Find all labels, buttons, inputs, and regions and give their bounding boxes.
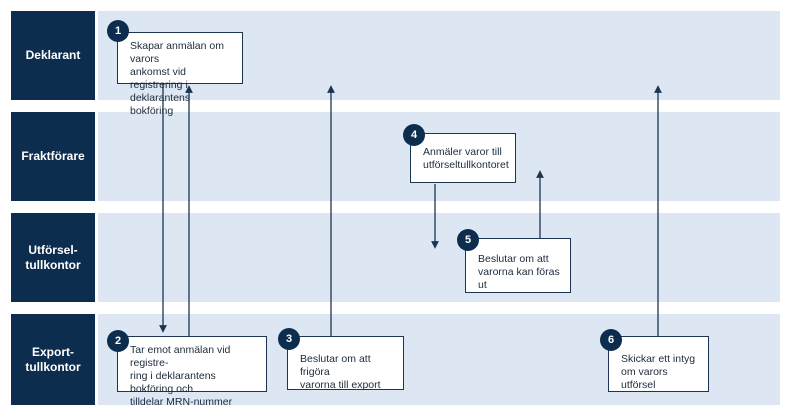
step-6-box: Skickar ett intyg om varors utförsel (608, 336, 709, 392)
step-4-box: Anmäler varor till utförseltullkontoret (410, 133, 516, 183)
lane-label-fraktforare: Fraktförare (11, 112, 95, 201)
step-1-badge: 1 (107, 20, 129, 42)
step-3-box: Beslutar om att frigöra varorna till exp… (287, 336, 404, 391)
step-3-badge: 3 (278, 328, 300, 350)
step-5-box: Beslutar om att varorna kan föras ut (465, 238, 571, 293)
step-6-badge: 6 (600, 329, 622, 351)
step-5-badge: 5 (457, 229, 479, 251)
step-4-badge: 4 (403, 124, 425, 146)
step-2-box: Tar emot anmälan vid registre- ring i de… (117, 336, 267, 408)
step-2-badge: 2 (107, 330, 129, 352)
lane-label-utforseltullkontor: Utförsel- tullkontor (11, 213, 95, 302)
lane-utforseltullkontor: Utförsel- tullkontor (11, 213, 780, 302)
lane-body-utforseltullkontor (98, 213, 780, 302)
lane-label-exporttullkontor: Export- tullkontor (11, 314, 95, 405)
step-1-box: Skapar anmälan om varors ankomst vid reg… (117, 32, 243, 117)
lane-label-deklarant: Deklarant (11, 11, 95, 100)
